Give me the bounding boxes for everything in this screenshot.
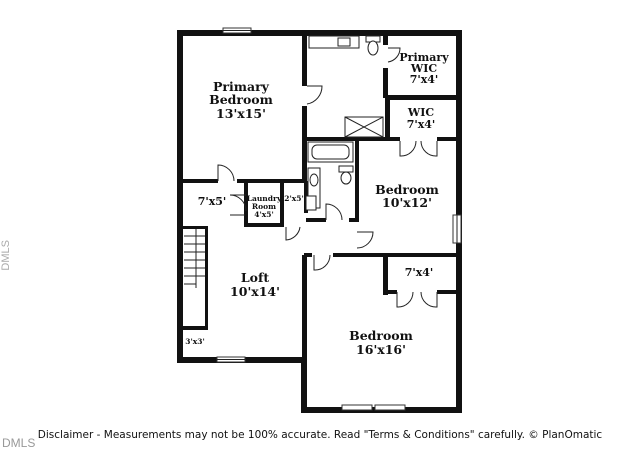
- laundry-name-2: Room: [252, 202, 276, 211]
- primary-bedroom-size: 13'x15': [216, 106, 266, 121]
- stair-closet-size: 3'x3': [185, 337, 205, 346]
- bedroom-bottom-name: Bedroom: [349, 328, 413, 343]
- bottom-closet-size: 7'x4': [405, 266, 434, 279]
- mls-watermark: DMLS: [2, 436, 36, 450]
- primary-bedroom-name-2: Bedroom: [209, 92, 273, 107]
- interior-walls: [180, 33, 459, 360]
- disclaimer-text: Disclaimer - Measurements may not be 100…: [37, 429, 603, 441]
- wic-name: WIC: [407, 106, 434, 119]
- loft-size: 10'x14': [230, 284, 280, 299]
- staircase: [184, 229, 205, 288]
- primary-wic-size: 7'x4': [410, 73, 439, 86]
- bedroom-right-size: 10'x12': [382, 195, 432, 210]
- room-labels: Primary Bedroom 13'x15' Primary WIC 7'x4…: [185, 51, 449, 357]
- primary-wic-name-2: WIC: [410, 62, 437, 75]
- laundry-size: 4'x5': [254, 210, 274, 219]
- hall-closet-size: 7'x5': [198, 195, 227, 208]
- side-watermark: DMLS: [0, 240, 12, 271]
- bedroom-bottom-size: 16'x16': [356, 342, 406, 357]
- primary-wic-name-1: Primary: [399, 51, 449, 64]
- small-closet-size: 2'x5': [284, 194, 304, 203]
- loft-name: Loft: [241, 270, 270, 285]
- bedroom-right-name: Bedroom: [375, 182, 439, 197]
- bath-fixtures: [305, 35, 384, 211]
- doors: [217, 47, 438, 308]
- wic-size: 7'x4': [407, 118, 436, 131]
- windows: [216, 27, 462, 411]
- primary-bedroom-name-1: Primary: [213, 79, 270, 94]
- laundry-name-1: Laundry: [247, 194, 282, 203]
